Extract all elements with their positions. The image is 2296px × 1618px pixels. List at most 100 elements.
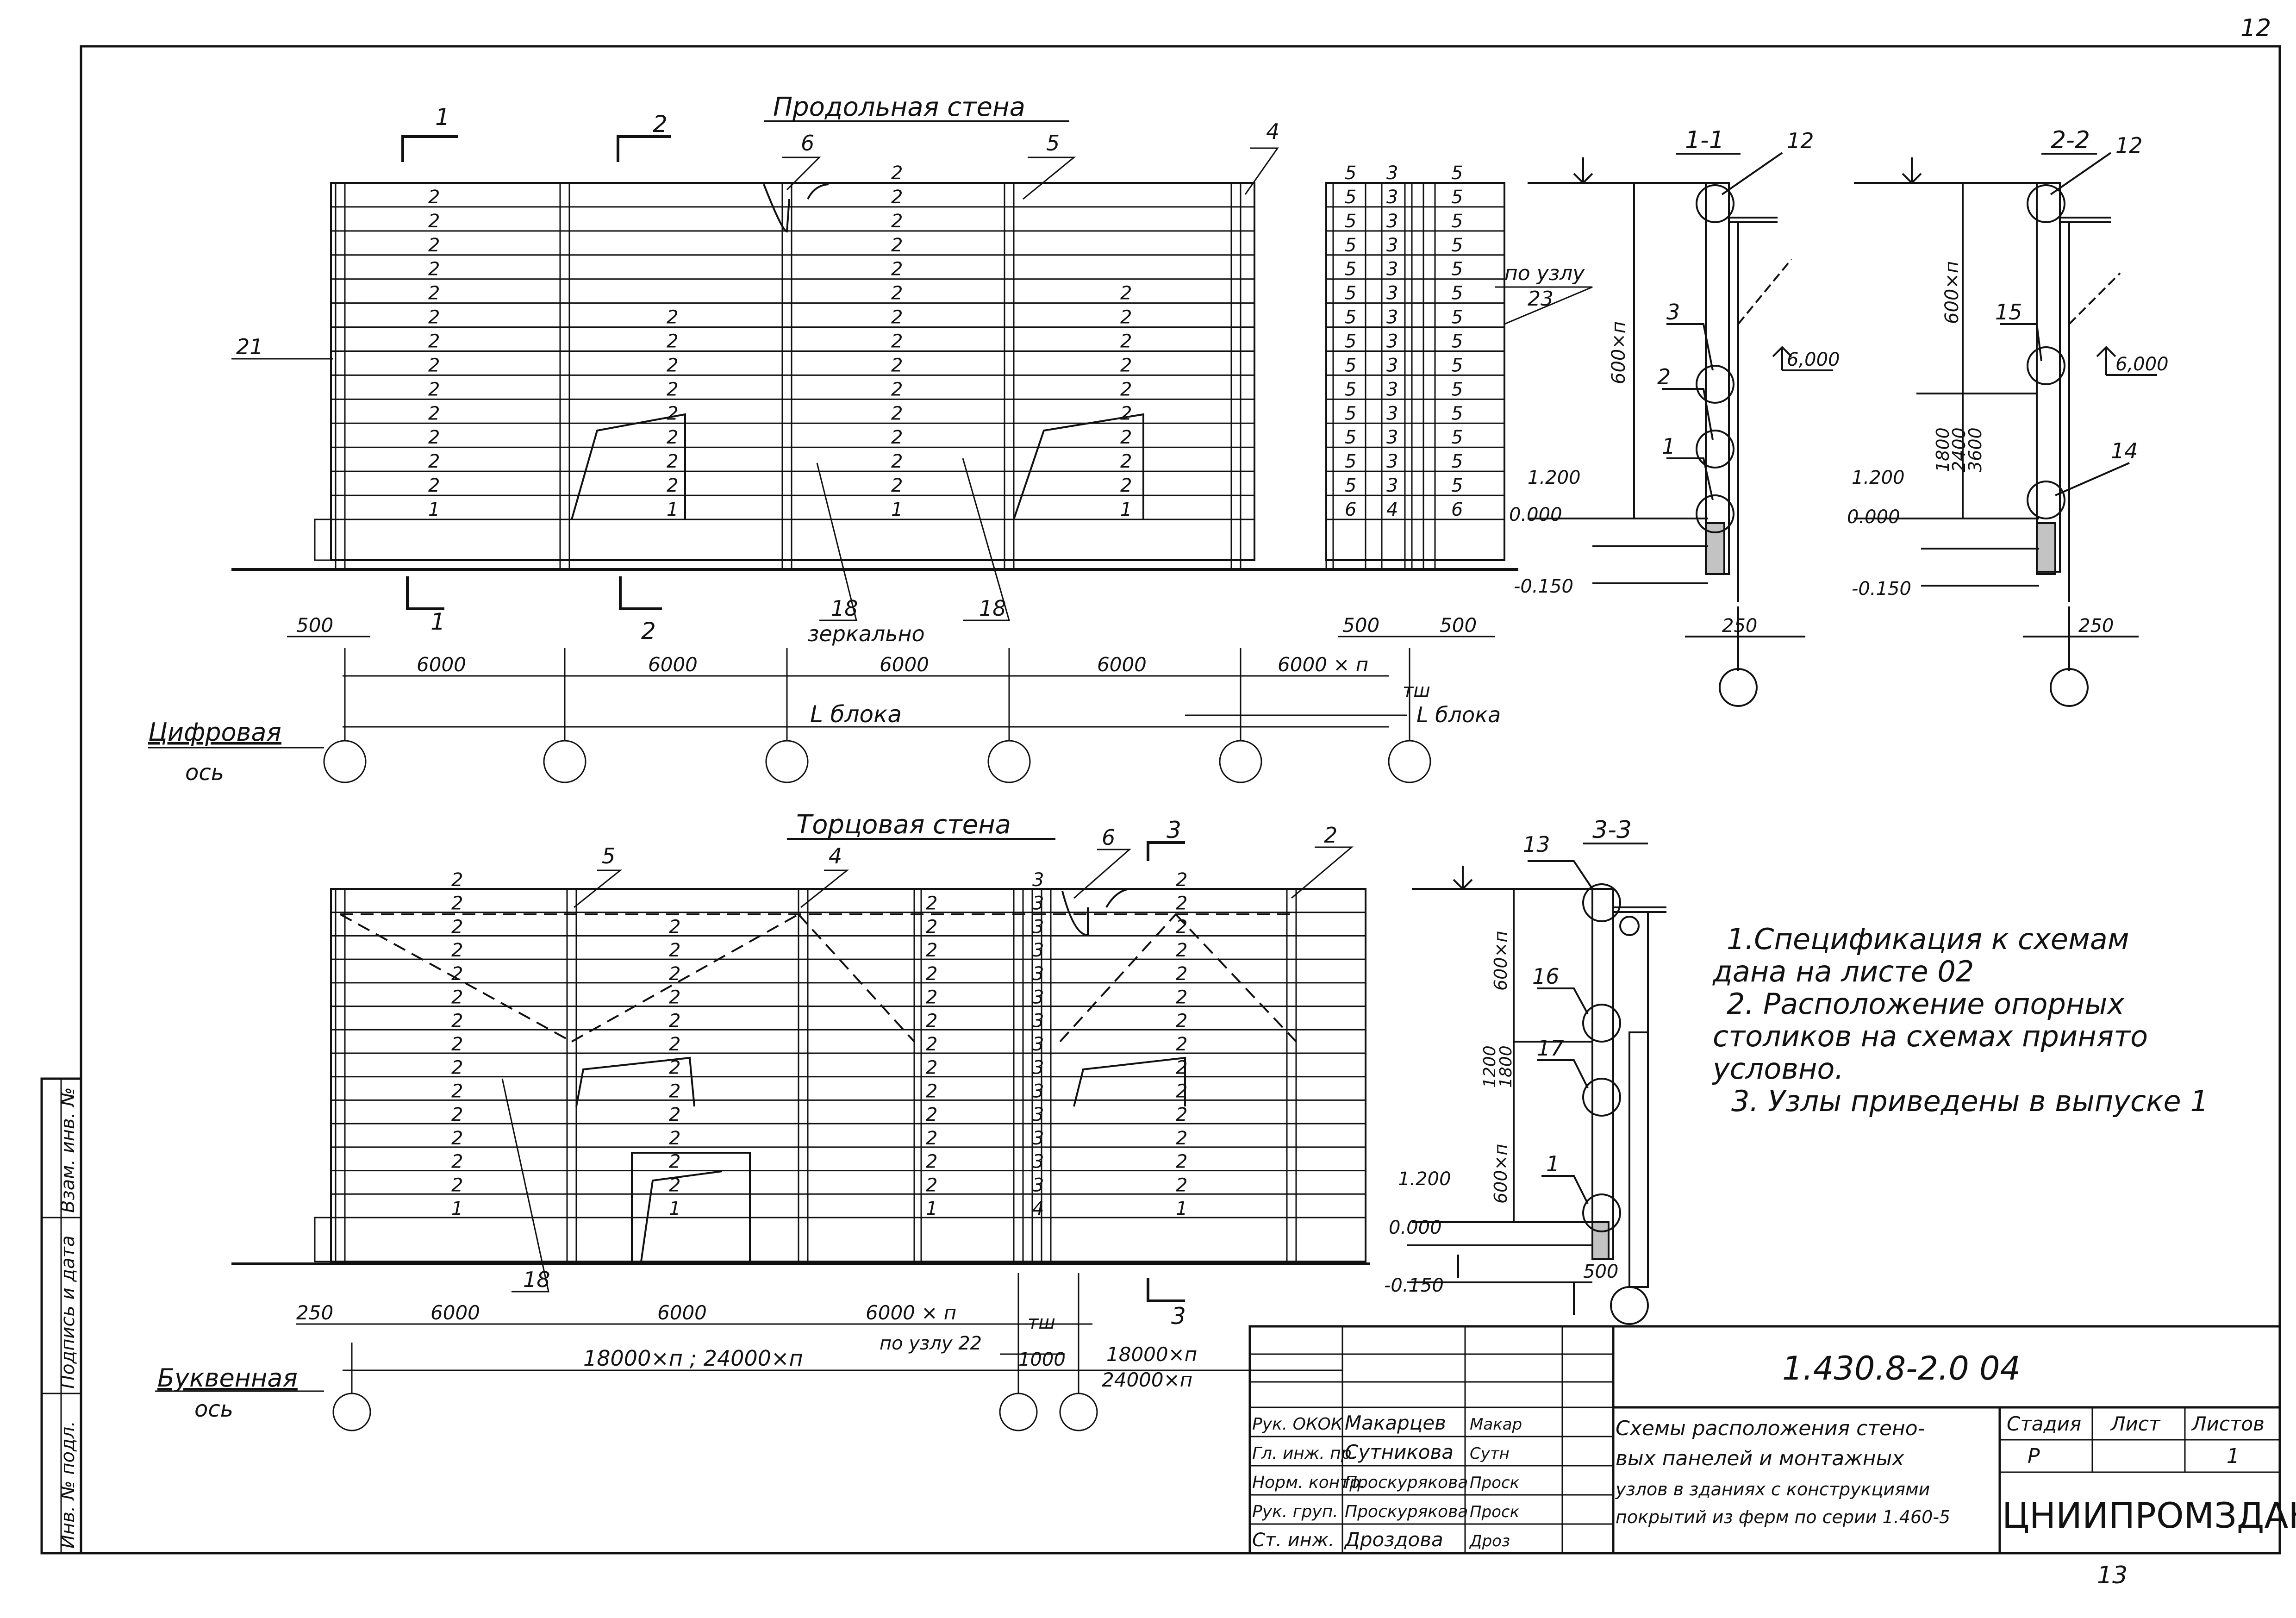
end-wall-columns [335,889,1297,1264]
panel-mark-label: 2 [1120,331,1132,352]
panel-mark-label: 1 [1120,499,1132,520]
section-1-1-dim-600n: 600×п [1608,321,1629,384]
panel-mark-label: 2 [1176,1151,1187,1173]
section-3-3-dim-600n-top: 600×п [1491,931,1511,991]
section-3-3-level-0000: 0.000 [1389,1217,1442,1238]
end-wall-leaders [501,846,1354,1293]
panel-mark-label: 5 [1345,187,1356,208]
section-2-2: 2-2 [1847,126,2169,707]
panel-mark-label: 2 [1176,963,1187,985]
section-mark-1-bottom: 1 [430,608,445,635]
panel-mark-label: 3 [1386,379,1398,400]
panel-mark-label: 2 [1176,1057,1187,1079]
panel-mark-label: 2 [1120,475,1132,496]
panel-mark-label: 5 [1451,403,1463,424]
longitudinal-wall-panel-rows [331,182,1504,520]
left-strip-labels: Взам. инв. № Подпись и дата Инв. № подл. [57,1087,79,1549]
panel-mark-label: 2 [428,451,440,472]
panel-mark-label: 2 [891,283,903,304]
panel-mark-label: 2 [1176,916,1187,937]
letter-axes [155,1273,1098,1431]
panel-mark-label: 2 [428,307,440,328]
panel-mark-label: 2 [669,1081,680,1102]
panel-mark-label: 2 [1176,1128,1187,1149]
dim-500-left: 500 [296,614,333,637]
panel-mark-label: 5 [1345,259,1356,280]
section-2-2-level-0000: 0.000 [1847,506,1900,528]
digital-axes [148,648,1431,783]
description-line-4: покрытий из ферм по серии 1.460-5 [1616,1507,1950,1527]
section-2-2-dim-1800: 1800 [1933,427,1953,472]
panel-mark-label: 1 [669,1198,680,1219]
dim-tsh: тш [1403,680,1430,701]
section-2-2-dim-3600: 3600 [1965,427,1985,472]
panel-mark-label: 1 [667,499,678,520]
panel-mark-label: 3 [1032,940,1044,961]
strip-inv-podl: Инв. № подл. [57,1421,79,1549]
role-3: Норм. контр. [1252,1473,1366,1492]
panel-mark-label: 3 [1032,1034,1044,1055]
panel-mark-label: 2 [669,1104,680,1125]
panel-mark-label: 6 [1451,499,1463,520]
panel-mark-label: 2 [926,987,937,1008]
panel-mark-label: 2 [451,1174,463,1196]
panel-mark-label: 5 [1451,475,1463,496]
panel-mark-label: 2 [891,259,903,280]
end-dim-tsh: тш [1028,1312,1055,1333]
role-4: Рук. груп. [1252,1502,1338,1521]
panel-mark-label: 2 [667,307,678,328]
general-notes: 1.Спецификация к схемам дана на листе 02… [1712,922,2209,1118]
end-wall-callout-6: 6 [1102,825,1115,850]
section-2-2-level-1200: 1.200 [1852,467,1905,488]
panel-mark-label: 2 [891,451,903,472]
panel-mark-label: 3 [1032,1174,1044,1196]
panel-mark-label: 2 [428,235,440,256]
panel-mark-label: 2 [1176,1174,1187,1196]
panel-mark-label: 2 [1120,427,1132,448]
panel-mark-label: 2 [428,187,440,208]
panel-mark-label: 2 [428,355,440,376]
panel-mark-label: 2 [428,211,440,232]
end-wall-truss-diagonals [340,913,1297,1043]
end-wall-dimensions [296,1323,1342,1371]
panel-mark-label: 3 [1032,916,1044,937]
panel-mark-label: 2 [891,307,903,328]
note-line-2: дана на листе 02 [1712,955,1974,988]
panel-mark-label: 2 [1120,307,1132,328]
section-1-1-level-m0150: -0.150 [1514,576,1573,597]
dim-6000-3: 6000 [880,653,929,676]
signature-2: Сутн [1470,1444,1510,1463]
panel-mark-label: 2 [669,1034,680,1055]
section-3-3-offset-500: 500 [1583,1261,1618,1282]
panel-mark-label: 2 [891,475,903,496]
panel-mark-label: 2 [667,403,678,424]
panel-mark-label: 2 [1120,283,1132,304]
panel-mark-label: 5 [1345,451,1356,472]
callout-6: 6 [801,131,814,156]
panel-mark-label: 2 [428,379,440,400]
panel-mark-label: 5 [1345,283,1356,304]
panel-mark-label: 2 [451,1151,463,1173]
panel-mark-label: 2 [669,987,680,1008]
section-2-2-title: 2-2 [2051,126,2090,154]
section-3-3-title: 3-3 [1592,816,1632,844]
panel-mark-label: 3 [1386,331,1398,352]
panel-mark-label: 3 [1386,427,1398,448]
panel-mark-label: 2 [926,1128,937,1149]
longitudinal-wall-columns [335,183,1436,569]
panel-mark-label: 2 [891,235,903,256]
panel-mark-label: 5 [1345,235,1356,256]
signature-1: Макар [1470,1415,1522,1434]
panel-mark-label: 2 [451,893,463,914]
panel-mark-label: 2 [891,427,903,448]
end-wall-panel-labels: 2222222222222212222222222221222222222222… [451,869,1187,1219]
end-dim-6000-n: 6000 × п [866,1301,956,1324]
section-2-2-callout-15: 15 [1995,300,2022,325]
section-2-2-dim-2400: 2400 [1949,427,1969,472]
panel-mark-label: 5 [1451,427,1463,448]
panel-mark-label: 2 [669,963,680,985]
sheet-frame [40,45,2281,1555]
end-dim-6000-2: 6000 [657,1301,707,1324]
end-wall-callout-2: 2 [1324,823,1337,848]
panel-mark-label: 3 [1032,893,1044,914]
